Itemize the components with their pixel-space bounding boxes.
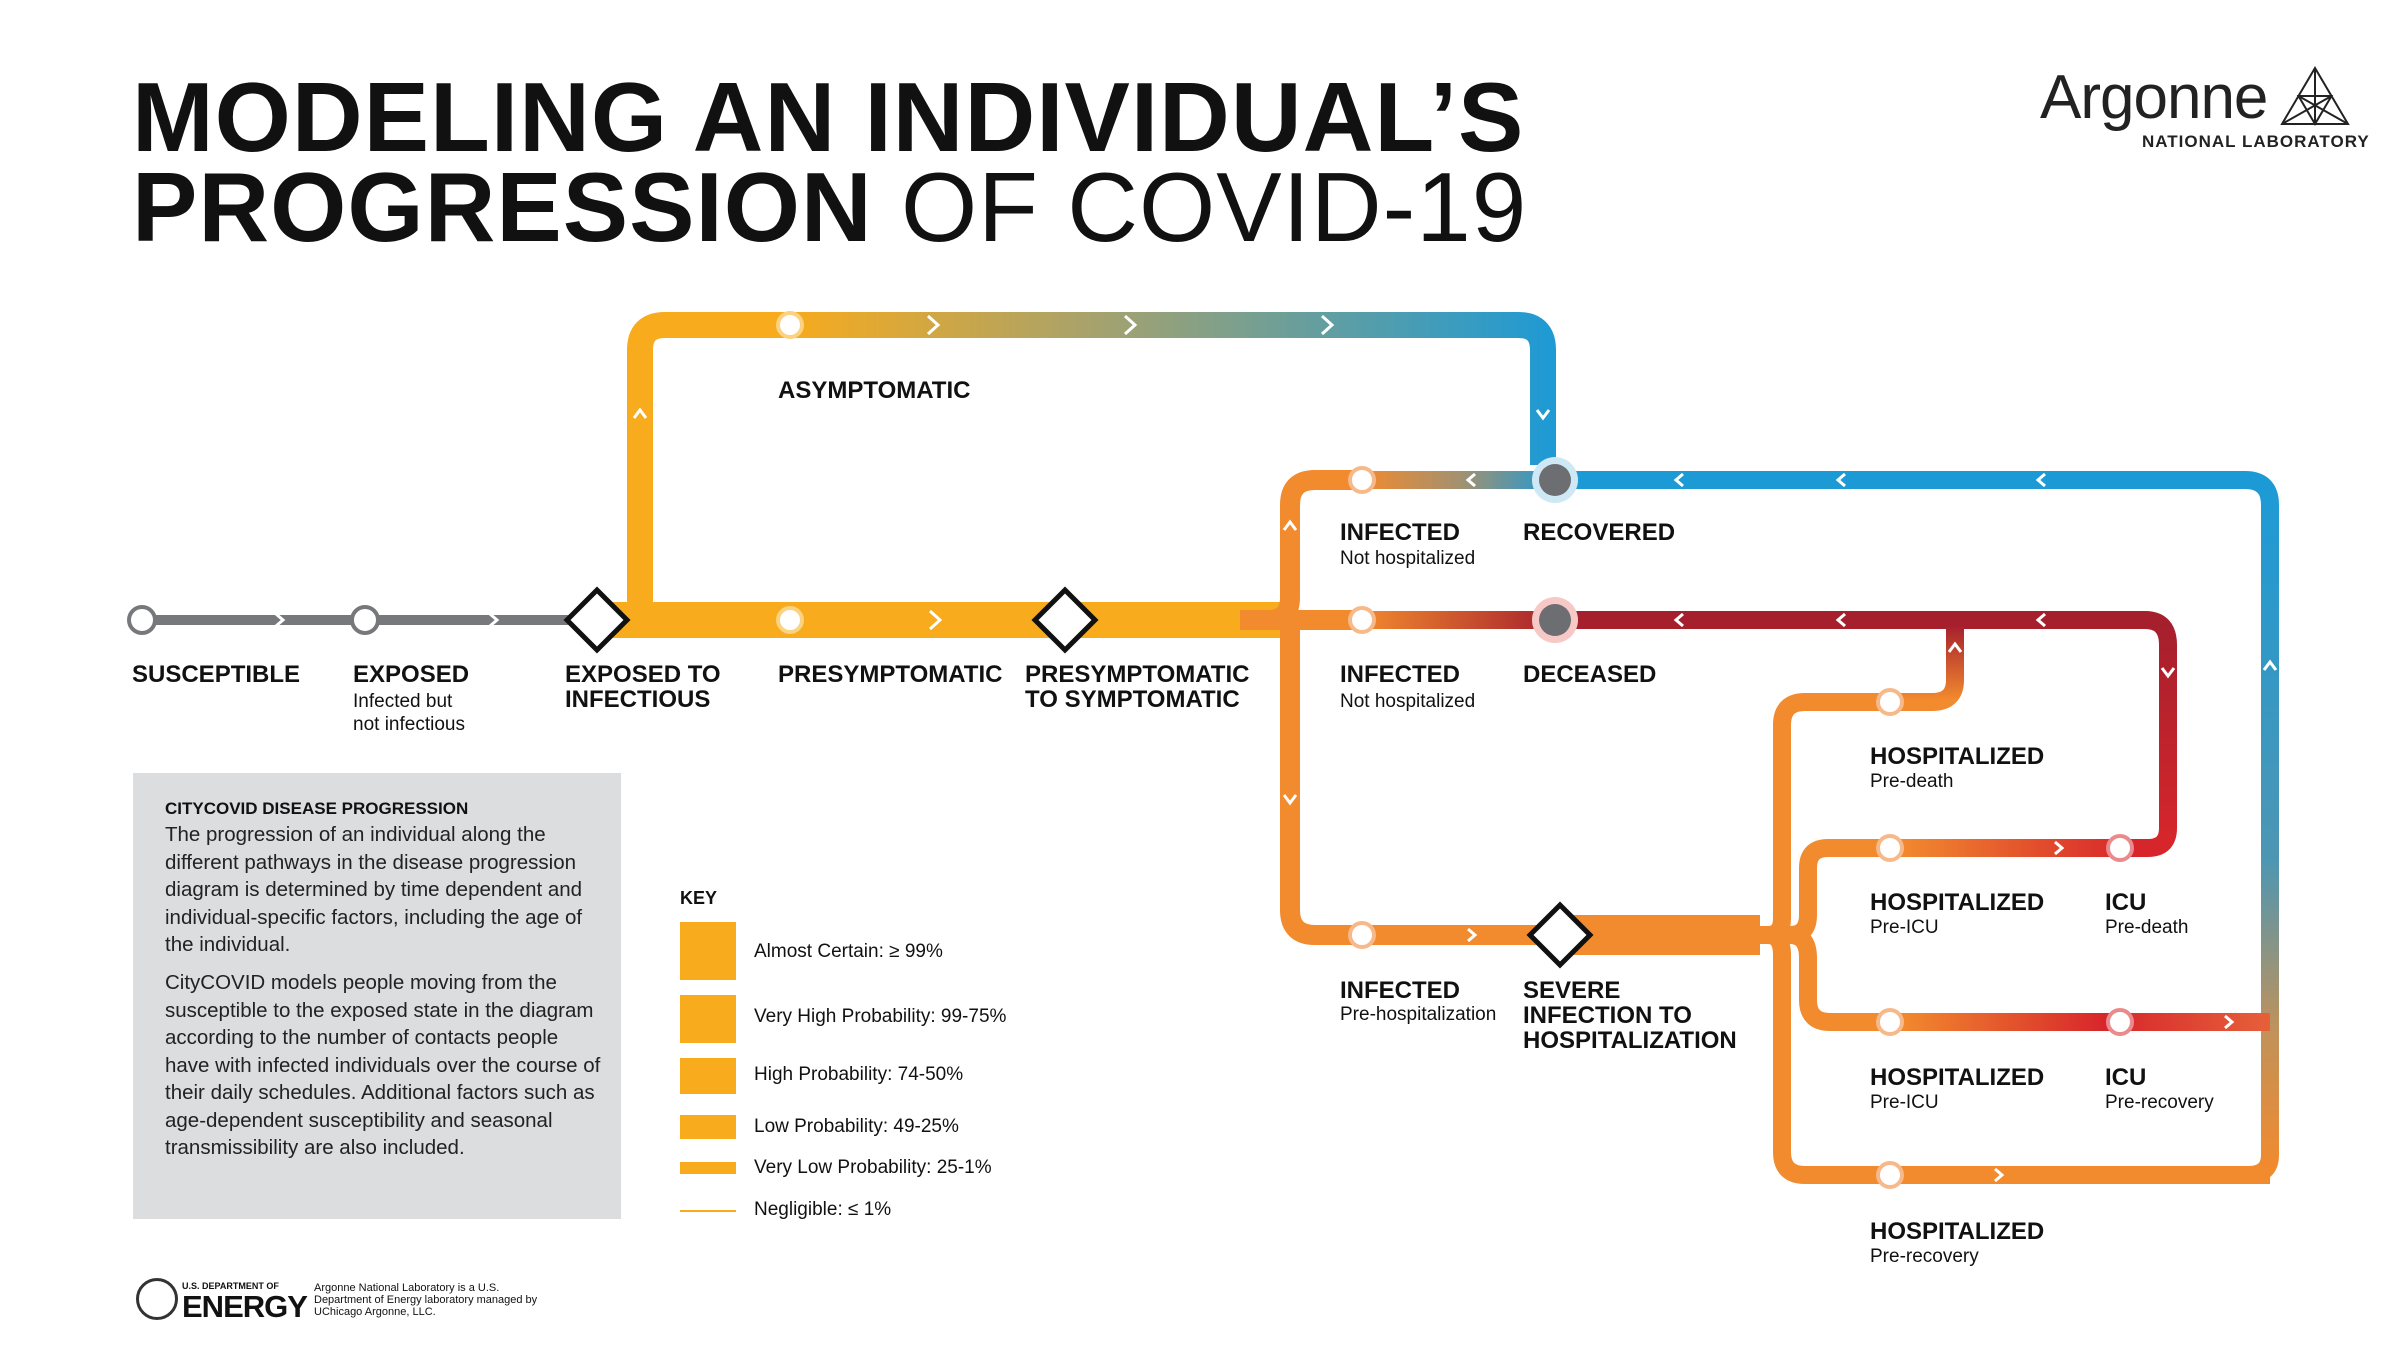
sub-infected-2: Not hospitalized [1340, 691, 1476, 712]
node-icu-prerecovery [2106, 1008, 2134, 1036]
label-severe-3: HOSPITALIZATION [1523, 1027, 1737, 1054]
doe-footer: U.S. DEPARTMENT OF ENERGY Argonne Nation… [136, 1278, 556, 1328]
doe-note: Argonne National Laboratory is a U.S. De… [314, 1282, 538, 1318]
sub-hosp-prerecovery: Pre-recovery [1870, 1246, 1979, 1267]
key-title: KEY [680, 888, 718, 908]
key-label-very-high: Very High Probability: 99-75% [754, 1006, 1007, 1027]
node-deceased [1539, 604, 1571, 636]
label-icu-predeath: ICU [2105, 889, 2147, 916]
label-severe-2: INFECTION TO [1523, 1002, 1692, 1029]
key-label-high: High Probability: 74-50% [754, 1064, 964, 1085]
label-hosp-preicu-1: HOSPITALIZED [1870, 889, 2045, 916]
label-exposed-to-infectious-1: EXPOSED TO [565, 661, 721, 688]
node-asymptomatic [776, 311, 804, 339]
argonne-triangle-icon [2280, 66, 2350, 126]
label-recovered: RECOVERED [1523, 519, 1676, 546]
diamond-exposed-to-infectious [563, 586, 631, 654]
logo-name: Argonne [2040, 63, 2268, 132]
node-infected-3 [1348, 921, 1376, 949]
panel-paragraph-2: CityCOVID models people moving from the … [165, 971, 601, 1159]
logo-subtitle: NATIONAL LABORATORY [2142, 132, 2370, 151]
panel-paragraph-1: The progression of an individual along t… [165, 823, 583, 956]
key-swatch-negligible [680, 1210, 736, 1212]
key-label-very-low: Very Low Probability: 25-1% [754, 1157, 992, 1178]
label-presymptomatic-to-symptomatic-2: TO SYMPTOMATIC [1025, 686, 1240, 713]
node-hosp-prerecovery [1876, 1161, 1904, 1189]
sub-infected-3: Pre-hospitalization [1340, 1004, 1497, 1025]
label-exposed-to-infectious-2: INFECTIOUS [565, 686, 711, 713]
label-deceased: DECEASED [1523, 661, 1657, 688]
node-exposed [350, 605, 380, 635]
key-swatch-high [680, 1058, 736, 1094]
title-line2-bold: PROGRESSION [132, 152, 873, 262]
node-hosp-preicu-1 [1876, 834, 1904, 862]
doe-top-text: U.S. DEPARTMENT OF [182, 1281, 279, 1291]
info-panel: CITYCOVID DISEASE PROGRESSION The progre… [133, 773, 621, 1219]
label-severe-1: SEVERE [1523, 977, 1621, 1004]
node-presymptomatic [776, 606, 804, 634]
key-swatch-low [680, 1115, 736, 1139]
node-infected-1 [1348, 466, 1376, 494]
title-line2-light: OF COVID-19 [900, 152, 1528, 262]
key-swatch-very-low [680, 1162, 736, 1174]
node-susceptible [127, 605, 157, 635]
title-line1: MODELING AN INDIVIDUAL’S [132, 62, 1525, 172]
sub-exposed-1: Infected but [353, 691, 453, 712]
key-swatch-almost-certain [680, 922, 736, 980]
sub-hosp-preicu-2: Pre-ICU [1870, 1092, 1939, 1113]
label-infected-2: INFECTED [1340, 661, 1460, 688]
label-asymptomatic: ASYMPTOMATIC [778, 377, 971, 404]
sub-icu-predeath: Pre-death [2105, 917, 2189, 938]
argonne-logo: Argonne NATIONAL LABORATORY [2040, 62, 2370, 162]
label-icu-prerecovery: ICU [2105, 1064, 2147, 1091]
label-hosp-preicu-2: HOSPITALIZED [1870, 1064, 2045, 1091]
diamond-severe-infection [1526, 901, 1594, 969]
label-presymptomatic: PRESYMPTOMATIC [778, 661, 1003, 688]
sub-exposed-2: not infectious [353, 714, 465, 735]
panel-heading: CITYCOVID DISEASE PROGRESSION [165, 799, 469, 818]
sub-hosp-predeath: Pre-death [1870, 771, 1954, 792]
doe-energy-text: ENERGY [182, 1289, 308, 1324]
doe-seal-icon [136, 1278, 178, 1320]
node-icu-predeath [2106, 834, 2134, 862]
node-hosp-preicu-2 [1876, 1008, 1904, 1036]
label-infected-1: INFECTED [1340, 519, 1460, 546]
key-label-almost-certain: Almost Certain: ≥ 99% [754, 941, 943, 962]
label-hosp-predeath: HOSPITALIZED [1870, 743, 2045, 770]
label-hosp-prerecovery: HOSPITALIZED [1870, 1218, 2045, 1245]
label-infected-3: INFECTED [1340, 977, 1460, 1004]
diamond-presymptomatic-to-symptomatic [1031, 586, 1099, 654]
key-label-negligible: Negligible: ≤ 1% [754, 1199, 892, 1220]
sub-infected-1: Not hospitalized [1340, 548, 1476, 569]
node-recovered [1539, 464, 1571, 496]
key-label-low: Low Probability: 49-25% [754, 1116, 959, 1137]
sub-hosp-preicu-1: Pre-ICU [1870, 917, 1939, 938]
node-hosp-predeath [1876, 688, 1904, 716]
label-presymptomatic-to-symptomatic-1: PRESYMPTOMATIC [1025, 661, 1250, 688]
label-exposed: EXPOSED [353, 661, 470, 688]
node-infected-2 [1348, 606, 1376, 634]
key-swatch-very-high [680, 995, 736, 1043]
sub-icu-prerecovery: Pre-recovery [2105, 1092, 2214, 1113]
label-susceptible: SUSCEPTIBLE [132, 661, 301, 688]
